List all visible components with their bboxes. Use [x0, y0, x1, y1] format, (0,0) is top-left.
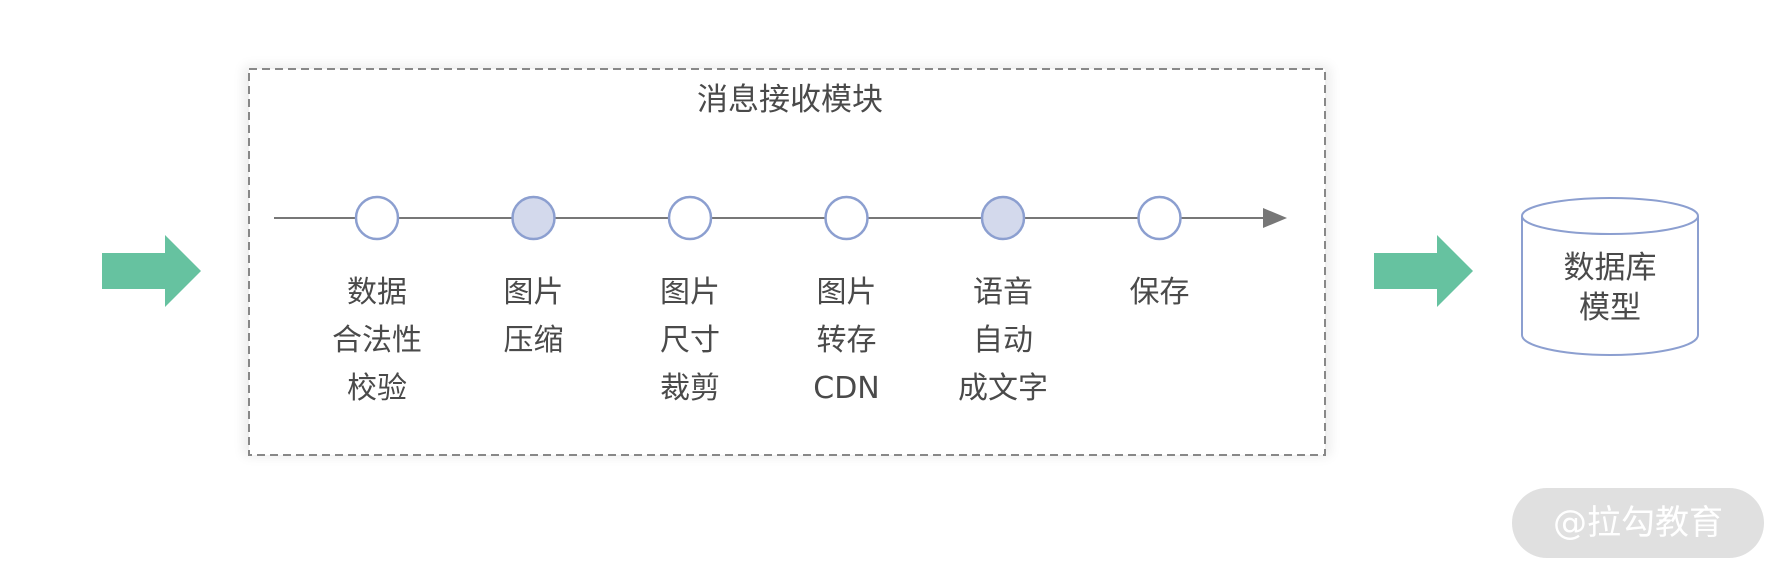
step-label-line: CDN: [813, 371, 880, 406]
step-label: 图片转存 CDN: [777, 269, 917, 413]
step-label: 语音自动成文字: [933, 269, 1073, 413]
step-label-line: 图片: [660, 275, 720, 310]
module-box: [248, 68, 1326, 456]
output-arrow: [1374, 235, 1473, 307]
step-label: 保存: [1090, 269, 1230, 317]
step-node: [354, 195, 400, 241]
database-label-line: 模型: [1579, 290, 1641, 326]
module-title: 消息接收模块: [697, 82, 883, 118]
step-node: [667, 195, 713, 241]
step-node: [824, 195, 869, 241]
step-label-line: 自动: [973, 323, 1033, 358]
step-node: [511, 195, 556, 241]
step-label-line: 图片: [503, 275, 564, 310]
database-cylinder: [1521, 197, 1699, 356]
step-label-line: 语音: [973, 275, 1033, 310]
step-label-line: 尺寸: [660, 323, 720, 358]
database-label-line: 数据库: [1563, 250, 1657, 286]
step-label: 图片尺寸裁剪: [620, 269, 760, 413]
step-label-line: 成文字: [958, 371, 1048, 406]
pipeline-nodes: [354, 195, 1182, 241]
watermark: @拉勾教育: [1512, 488, 1764, 558]
database-label: 数据库 模型: [1520, 248, 1700, 328]
step-label: 数据合法性校验: [307, 269, 447, 413]
step-label-line: 裁剪: [660, 371, 720, 406]
step-node: [980, 195, 1026, 241]
step-label-line: 合法性: [332, 323, 422, 358]
step-label-line: 转存: [816, 323, 877, 358]
step-label: 图片压缩: [464, 269, 604, 365]
step-label-line: 数据: [347, 275, 407, 310]
step-node: [1137, 195, 1182, 241]
step-label-line: 校验: [347, 371, 407, 406]
step-label-line: 保存: [1129, 275, 1190, 310]
step-label-line: 压缩: [503, 323, 564, 358]
input-arrow: [102, 235, 201, 307]
step-label-line: 图片: [816, 275, 877, 310]
